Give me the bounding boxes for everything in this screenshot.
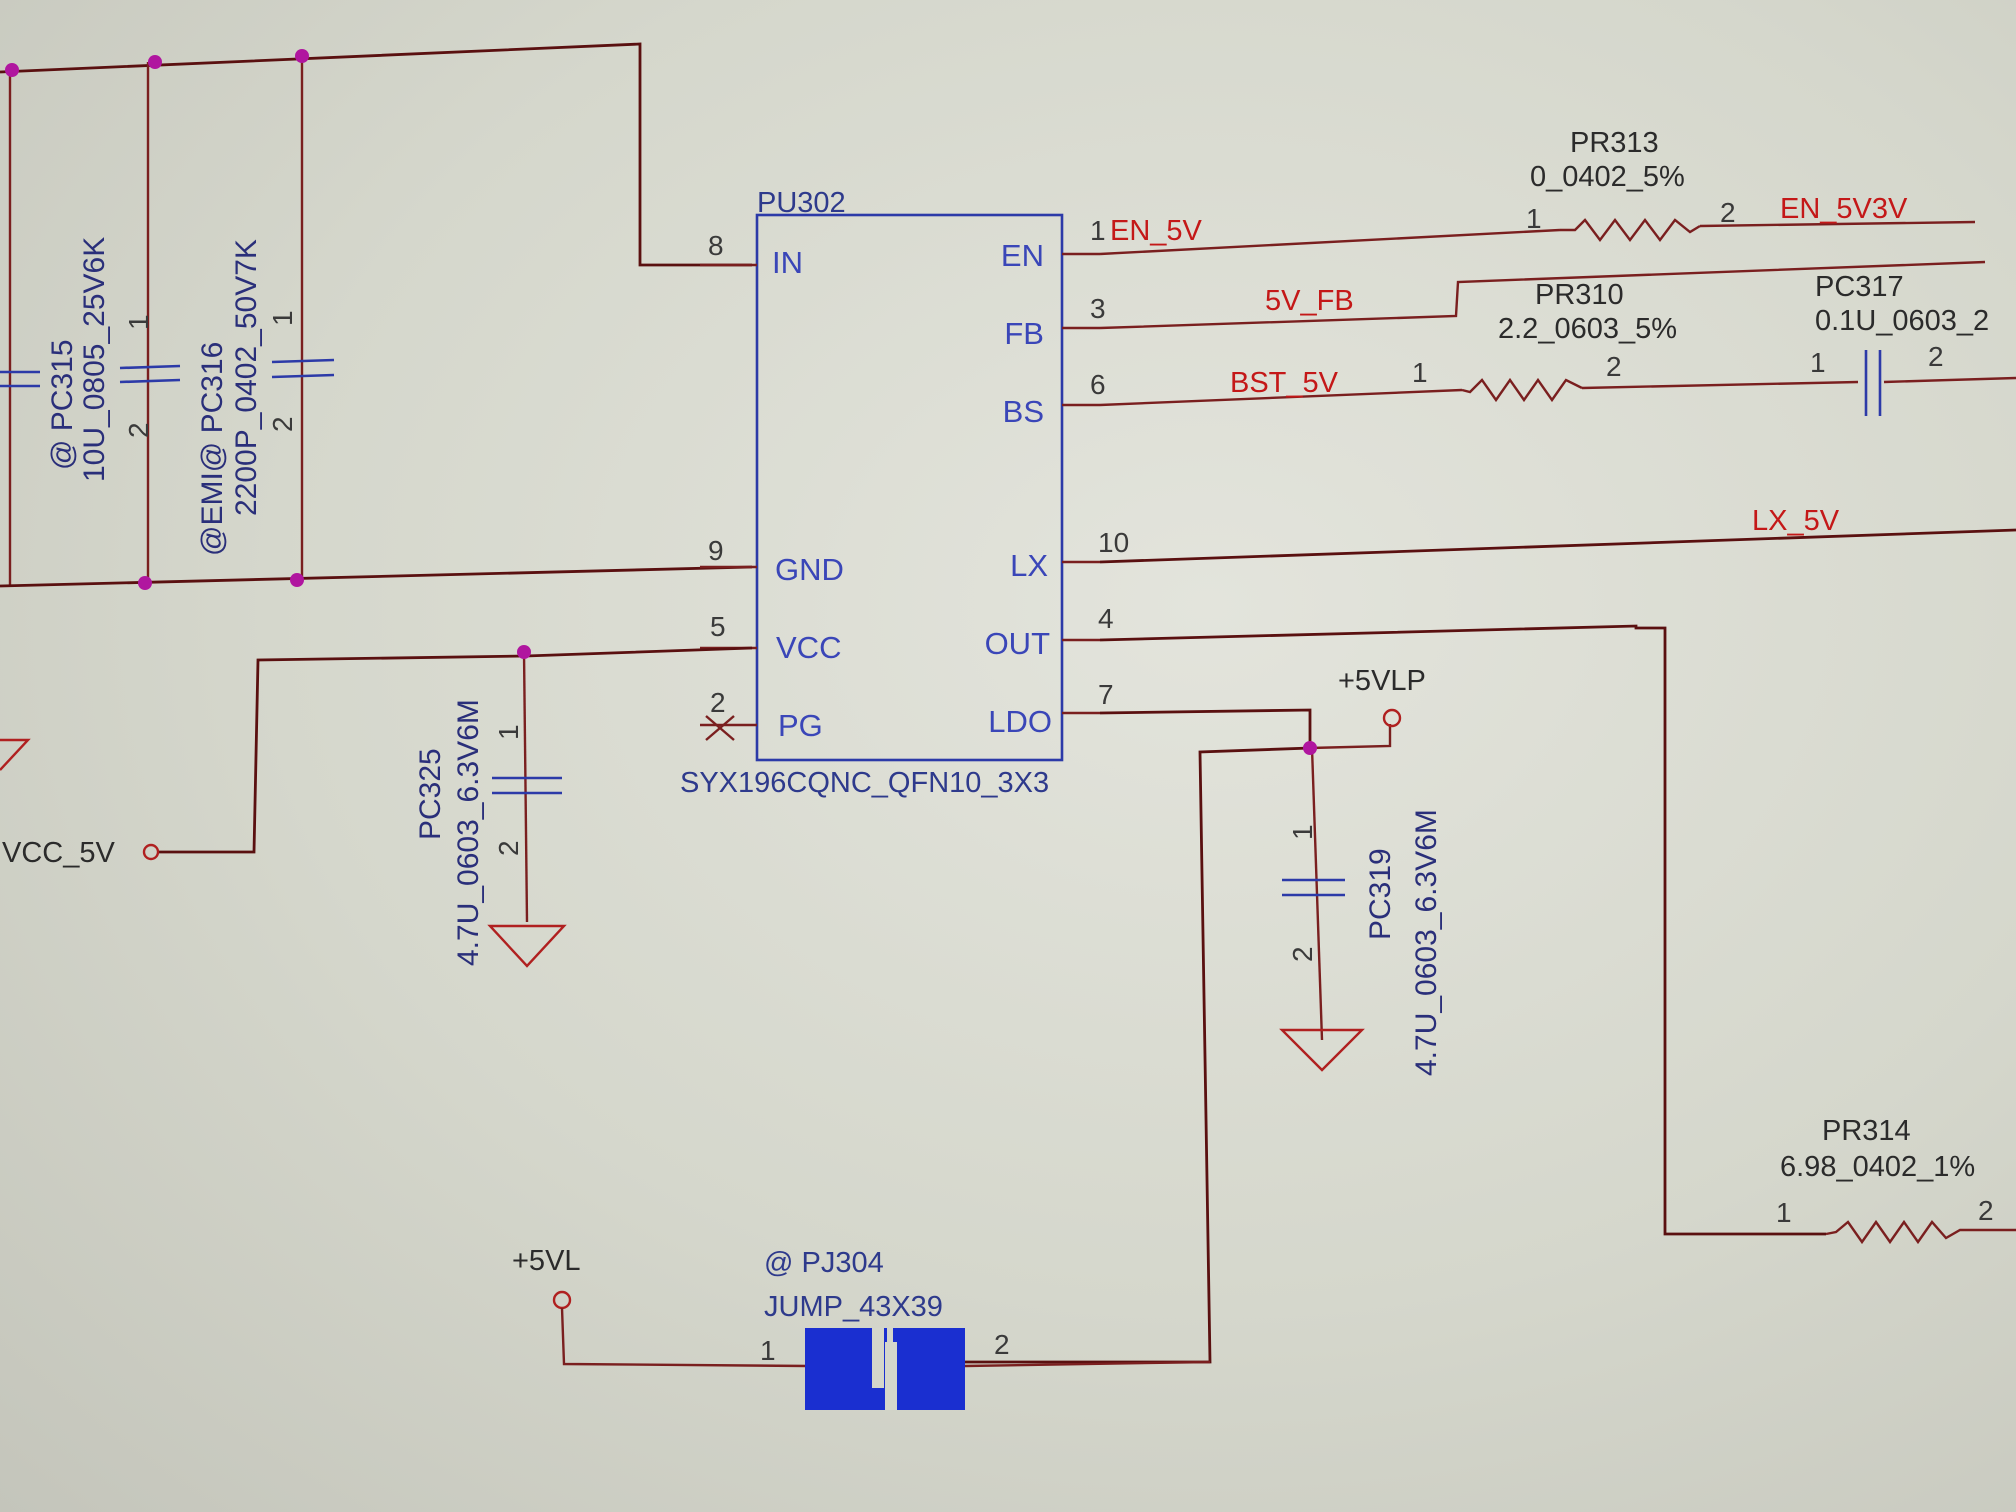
pr310-value: 2.2_0603_5%: [1498, 313, 1677, 345]
pj304-pin1: 1: [760, 1335, 776, 1366]
pr310-pin2: 2: [1606, 351, 1622, 382]
net-en: EN_5V EN_5V3V: [1099, 193, 1976, 256]
pr313-value: 0_0402_5%: [1530, 161, 1685, 193]
pj304-value: JUMP_43X39: [764, 1291, 943, 1323]
net-vcc: [158, 645, 753, 923]
junction-dot: [138, 576, 152, 590]
net-label-en-5v3v: EN_5V3V: [1780, 193, 1908, 225]
net-bs: BST_5V: [1099, 367, 2016, 407]
net-label-5v-fb: 5V_FB: [1265, 285, 1354, 317]
pin-num-en: 1: [1090, 215, 1106, 246]
pc316-value: 2200P_0402_50V7K: [230, 239, 263, 516]
pin-num-gnd: 9: [708, 535, 724, 566]
power-port-vcc-5v[interactable]: VCC_5V: [2, 837, 160, 869]
pc319-pin1: 1: [1287, 824, 1318, 840]
pc315-value: 10U_0805_25V6K: [78, 237, 111, 482]
ic-ref: PU302: [757, 187, 846, 219]
pj304-ref: @ PJ304: [764, 1247, 884, 1279]
pin-label-fb: FB: [1004, 316, 1044, 351]
pc316-ref: @EMI@ PC316: [196, 342, 229, 556]
pc319-value: 4.7U_0603_6.3V6M: [1410, 809, 1443, 1076]
power-port-5vl[interactable]: +5VL: [512, 1245, 809, 1368]
pin-label-out: OUT: [985, 626, 1051, 661]
pin-num-lx: 10: [1098, 527, 1129, 558]
pin-num-vcc: 5: [710, 611, 726, 642]
pin-label-gnd: GND: [775, 552, 844, 587]
capacitor-pc315[interactable]: @ PC315 10U_0805_25V6K 1 2: [0, 237, 181, 482]
pj304-pin2: 2: [994, 1329, 1010, 1360]
net-label-lx-5v: LX_5V: [1752, 505, 1840, 537]
pin-num-bs: 6: [1090, 369, 1106, 400]
pc319-ref: PC319: [1364, 848, 1397, 940]
capacitor-pc319[interactable]: PC319 4.7U_0603_6.3V6M 1 2: [1282, 809, 1443, 1076]
capacitor-pc316[interactable]: @EMI@ PC316 2200P_0402_50V7K 1 2: [196, 239, 335, 556]
pr314-value: 6.98_0402_1%: [1780, 1151, 1975, 1183]
pin-label-in: IN: [772, 245, 803, 280]
pin-label-pg: PG: [778, 708, 823, 743]
junction-dot: [290, 573, 304, 587]
pr310-pin1: 1: [1412, 357, 1428, 388]
ground-symbol: [1279, 1028, 1365, 1072]
pr313-pin1: 1: [1526, 203, 1542, 234]
pin-num-fb: 3: [1090, 293, 1106, 324]
pr314-pin1: 1: [1776, 1197, 1792, 1228]
pr314-ref: PR314: [1822, 1115, 1911, 1147]
junction-dot: [5, 63, 19, 77]
pc325-ref: PC325: [414, 748, 447, 840]
pin-num-pg: 2: [710, 687, 726, 718]
resistor-pr314[interactable]: PR314 6.98_0402_1% 1 2: [1776, 1115, 2016, 1245]
pc325-pin2: 2: [493, 840, 524, 856]
pc315-pin2: 2: [123, 422, 154, 438]
net-label-5vlp: +5VLP: [1338, 665, 1426, 697]
power-port-5vlp[interactable]: +5VLP: [1338, 665, 1426, 728]
net-label-vcc-5v: VCC_5V: [2, 837, 115, 869]
pin-num-in: 8: [708, 230, 724, 261]
pr314-pin2: 2: [1978, 1195, 1994, 1226]
resistor-pr310[interactable]: PR310 2.2_0603_5% 1 2: [1412, 279, 1677, 403]
pin-label-bs: BS: [1003, 394, 1044, 429]
pr313-ref: PR313: [1570, 127, 1659, 159]
net-lx: LX_5V: [1099, 505, 2016, 564]
pr310-ref: PR310: [1535, 279, 1624, 311]
pc325-pin1: 1: [493, 724, 524, 740]
pc317-pin1: 1: [1810, 347, 1826, 378]
pin-label-en: EN: [1001, 238, 1044, 273]
capacitor-pc317[interactable]: PC317 0.1U_0603_2 1 2: [1810, 271, 1989, 416]
ground-symbol: [487, 924, 567, 968]
pc315-pin1: 1: [123, 314, 154, 330]
pc317-pin2: 2: [1928, 341, 1944, 372]
capacitor-pc325[interactable]: PC325 4.7U_0603_6.3V6M 1 2: [414, 699, 562, 966]
pc316-pin1: 1: [267, 310, 298, 326]
net-ldo: [960, 708, 1392, 1364]
pin-num-out: 4: [1098, 603, 1114, 634]
pin-label-ldo: LDO: [988, 704, 1052, 739]
pc315-ref: @ PC315: [46, 339, 79, 470]
ic-part: SYX196CQNC_QFN10_3X3: [680, 767, 1049, 799]
junction-dot: [148, 55, 162, 69]
input-rail: [0, 42, 753, 590]
resistor-pr313[interactable]: PR313 0_0402_5% 1 2: [1526, 127, 1736, 242]
jumper-pj304[interactable]: @ PJ304 JUMP_43X39 1 2: [760, 1247, 1211, 1410]
junction-dot: [1303, 741, 1317, 755]
net-label-bst-5v: BST_5V: [1230, 367, 1339, 399]
pc325-value: 4.7U_0603_6.3V6M: [452, 699, 485, 966]
net-fb: 5V_FB: [1099, 260, 1986, 330]
pc317-value: 0.1U_0603_2: [1815, 305, 1989, 337]
pin-label-lx: LX: [1010, 548, 1048, 583]
pc319-pin2: 2: [1287, 946, 1318, 962]
net-label-5vl: +5VL: [512, 1245, 581, 1277]
junction-dot: [517, 645, 531, 659]
junction-dot: [295, 49, 309, 63]
pin-num-ldo: 7: [1098, 679, 1114, 710]
pin-label-vcc: VCC: [776, 630, 841, 665]
ground-symbol-partial: [0, 738, 31, 771]
ic-pu302[interactable]: PU302 SYX196CQNC_QFN10_3X3 8 9 5 2 IN GN…: [680, 187, 1129, 799]
net-label-en-5v: EN_5V: [1110, 215, 1203, 247]
pc317-ref: PC317: [1815, 271, 1904, 303]
pc316-pin2: 2: [267, 416, 298, 432]
net-out: [1099, 624, 1826, 1236]
pr313-pin2: 2: [1720, 197, 1736, 228]
